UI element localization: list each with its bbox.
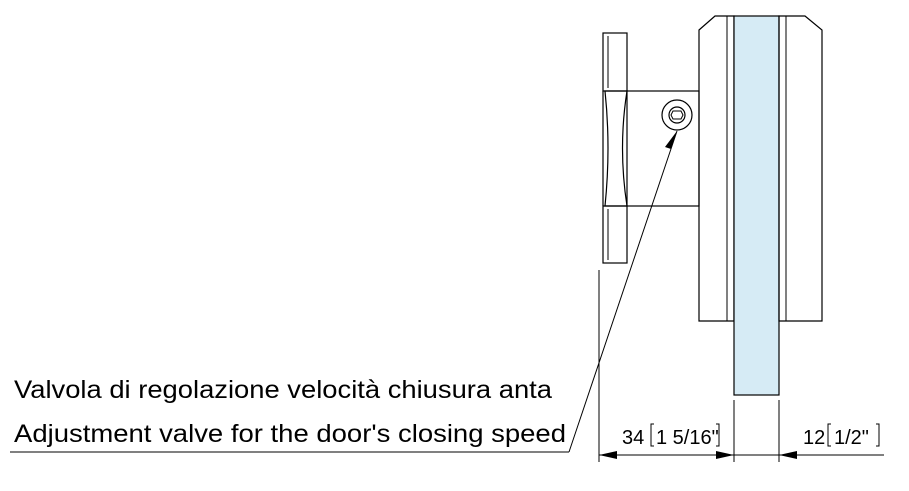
- callout-label-english: Adjustment valve for the door's closing …: [14, 420, 566, 448]
- callout-label-italian: Valvola di regolazione velocità chiusura…: [14, 376, 552, 404]
- extension-lines: [598, 270, 780, 462]
- glass-panel: [733, 15, 780, 396]
- dimension-right: 12 1/2": [734, 423, 884, 459]
- adjustment-valve: [661, 99, 693, 131]
- dimension-left: 34 1 5/16": [599, 423, 734, 459]
- dimension-right-imperial: 1/2": [834, 427, 869, 449]
- dimension-left-imperial: 1 5/16": [656, 427, 719, 449]
- wall-plate: [602, 32, 628, 264]
- left-clamp: [698, 15, 735, 322]
- hinge-body: [604, 90, 700, 207]
- dimension-right-value: 12: [803, 427, 825, 449]
- dimension-left-value: 34: [622, 427, 644, 449]
- leader-line: [10, 130, 678, 453]
- right-clamp: [778, 15, 823, 322]
